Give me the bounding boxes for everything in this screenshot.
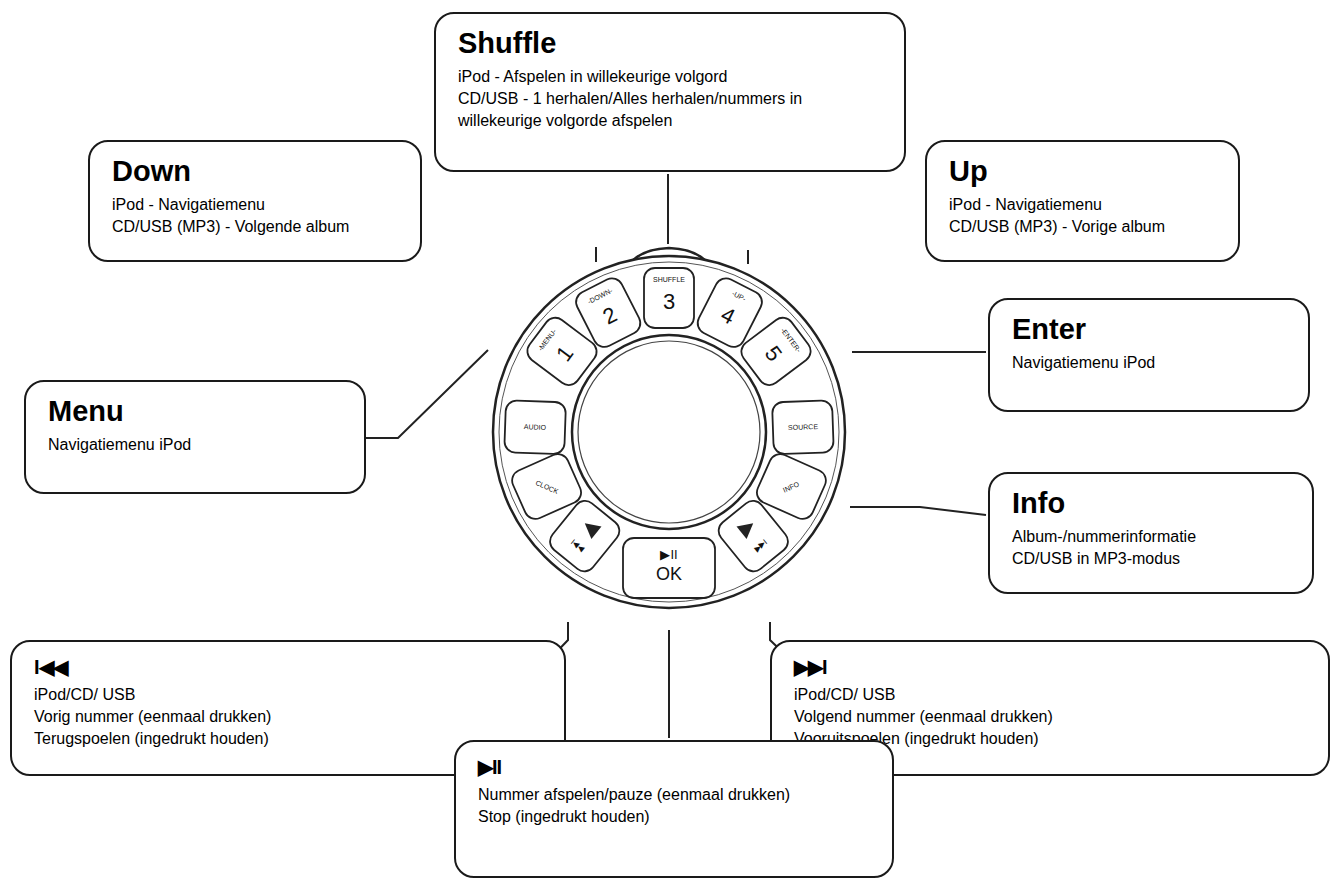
button-label: ▶II — [660, 548, 677, 561]
callout-heading: Info — [1012, 486, 1292, 520]
callout-box: EnterNavigatiemenu iPod — [988, 298, 1310, 412]
callout-text: Vorig nummer (eenmaal drukken) — [34, 706, 544, 728]
callout-heading: ▶▶I — [794, 654, 1308, 680]
button-label: SHUFFLE — [653, 276, 685, 283]
leader-line — [668, 630, 670, 738]
center-disc — [572, 335, 766, 529]
control-button — [772, 400, 834, 454]
callout-heading: Up — [949, 154, 1218, 188]
leader-line — [747, 250, 749, 264]
callout-heading: Shuffle — [458, 26, 884, 60]
callout-text: Navigatiemenu iPod — [1012, 352, 1288, 374]
callout-text: CD/USB - 1 herhalen/Alles herhalen/numme… — [458, 88, 884, 132]
callout-text: Navigatiemenu iPod — [48, 434, 344, 456]
callout-box: ▶II Nummer afspelen/pauze (eenmaal drukke… — [454, 740, 894, 878]
callout-box: Shuffle iPod - Afspelen in willekeurige v… — [434, 12, 906, 172]
button-label: 3 — [663, 291, 675, 313]
button-label: OK — [656, 565, 682, 583]
callout-text: iPod - Afspelen in willekeurige volgord — [458, 66, 884, 88]
callout-heading: I◀◀ — [34, 654, 544, 680]
callout-heading: Down — [112, 154, 400, 188]
leader-line — [852, 351, 986, 353]
callout-text: iPod/CD/ USB — [34, 684, 544, 706]
callout-text: Album-/nummerinformatie — [1012, 526, 1292, 548]
control-button — [714, 496, 792, 575]
control-button — [504, 400, 566, 454]
callout-text: Nummer afspelen/pauze (eenmaal drukken) — [478, 784, 872, 806]
arrow-symbol — [580, 517, 602, 539]
leader-line — [366, 350, 488, 438]
button-label: AUDIO — [524, 423, 546, 431]
callout-text: CD/USB (MP3) - Volgende album — [112, 216, 400, 238]
callout-heading: Enter — [1012, 312, 1288, 346]
control-button — [572, 275, 644, 351]
control-button — [737, 313, 815, 389]
callout-text: CD/USB (MP3) - Vorige album — [949, 216, 1218, 238]
callout-box: InfoAlbum-/nummerinformatieCD/USB in MP3… — [988, 472, 1314, 594]
control-ring — [493, 256, 845, 608]
callout-text: CD/USB in MP3-modus — [1012, 548, 1292, 570]
button-label: SOURCE — [788, 423, 818, 431]
center-disc-edge — [578, 341, 760, 523]
callout-heading: ▶II — [478, 754, 872, 780]
buttons — [504, 268, 834, 598]
control-button — [644, 268, 694, 328]
callout-text: iPod - Navigatiemenu — [949, 194, 1218, 216]
control-button — [546, 496, 624, 575]
callout-text: Volgend nummer (eenmaal drukken) — [794, 706, 1308, 728]
arrow-symbol — [737, 517, 759, 539]
callout-text: iPod/CD/ USB — [794, 684, 1308, 706]
leader-line — [595, 247, 597, 262]
leader-line — [850, 507, 986, 515]
control-button — [623, 538, 715, 598]
control-ring-inner-edge — [499, 262, 839, 602]
callout-text: Stop (ingedrukt houden) — [478, 806, 872, 828]
callout-text: iPod - Navigatiemenu — [112, 194, 400, 216]
callout-box: Up iPod - NavigatiemenuCD/USB (MP3) - Vor… — [925, 140, 1240, 262]
callout-box: Down iPod - NavigatiemenuCD/USB (MP3) - V… — [88, 140, 422, 262]
leader-line — [667, 174, 669, 244]
callout-heading: Menu — [48, 394, 344, 428]
callout-box: MenuNavigatiemenu iPod — [24, 380, 366, 494]
